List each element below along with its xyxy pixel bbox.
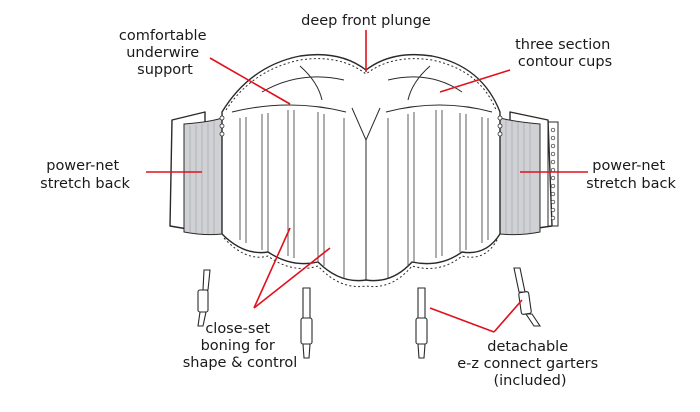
label-cups: three section contour cups (515, 37, 615, 70)
left-cup-underwire (231, 104, 347, 113)
garter-strap-1b (197, 311, 207, 327)
garter-strap-1 (202, 269, 211, 291)
garter-clip-4 (518, 291, 532, 315)
garter-strap-3b (417, 343, 426, 359)
right-cup-underwire (385, 104, 493, 113)
leader-garters-2 (493, 299, 523, 333)
side-lace-scallops (219, 115, 503, 137)
garter-strap-3 (417, 287, 426, 319)
hook-eye-closure (547, 121, 559, 227)
garter-strap-4b (524, 313, 542, 327)
leader-lines (146, 30, 588, 333)
leader-garters-1 (429, 307, 495, 333)
label-garters: detachable e-z connect garters (included… (457, 339, 603, 389)
label-left-back: power-net stretch back (40, 158, 130, 192)
leader-cups (439, 69, 511, 93)
leader-boning-1 (253, 227, 291, 309)
label-boning: close-set boning for shape & control (183, 321, 298, 371)
right-cup-seam (387, 65, 463, 101)
leader-underwire (209, 57, 291, 105)
garter-clip-2 (300, 317, 313, 345)
garter-clip-1 (197, 289, 209, 313)
label-right-back: power-net stretch back (586, 158, 676, 192)
bodice-silhouette (221, 53, 501, 282)
callout-labels: deep front plunge comfortable underwire … (40, 13, 676, 389)
right-net-pattern (505, 120, 531, 234)
left-cup-seam (261, 65, 345, 101)
garter-straps (197, 267, 542, 359)
garter-strap-4 (513, 267, 526, 293)
garter-clip-3 (415, 317, 428, 345)
bustier-body (169, 53, 559, 288)
bottom-lace-trim (223, 237, 499, 288)
garter-strap-2 (302, 287, 311, 319)
label-underwire: comfortable underwire support (119, 28, 211, 78)
label-plunge: deep front plunge (301, 13, 431, 29)
top-lace-trim (225, 58, 497, 111)
boning-channels (239, 110, 489, 278)
leader-boning-2 (253, 247, 331, 309)
left-net-pattern (189, 121, 215, 234)
garter-strap-2b (302, 343, 311, 359)
